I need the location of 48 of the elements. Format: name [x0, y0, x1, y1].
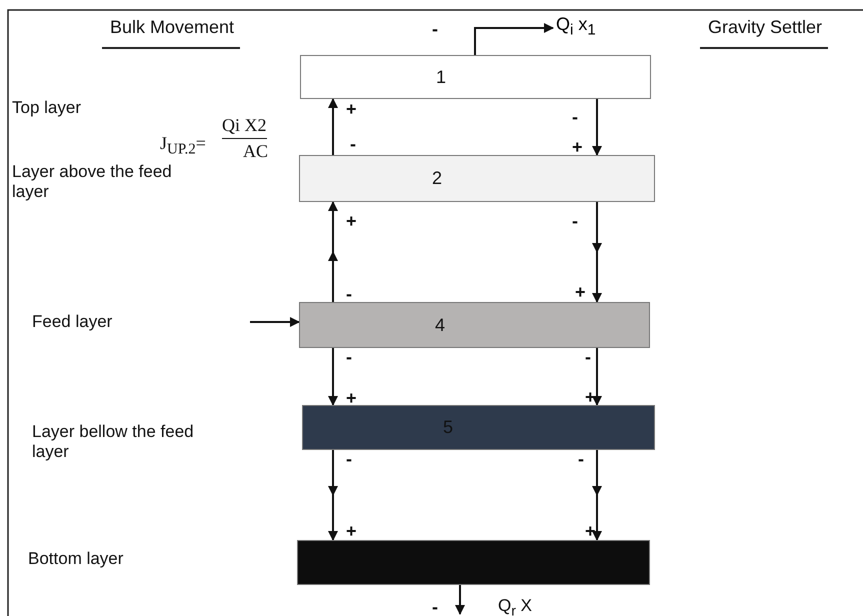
sign-symbol: - — [572, 212, 578, 230]
arrow — [328, 450, 338, 540]
sign-symbol: + — [346, 100, 357, 118]
sign-symbol: - — [350, 135, 356, 153]
arrow — [592, 450, 602, 540]
heading: Bulk Movement — [102, 17, 240, 49]
layer-box — [300, 55, 651, 99]
sign-symbol: - — [432, 598, 438, 616]
layer-number: 5 — [443, 417, 454, 438]
arrow — [250, 317, 300, 327]
layer-box — [297, 540, 650, 585]
sign-symbol: + — [346, 522, 357, 540]
layer-number: 4 — [435, 314, 446, 336]
arrow — [474, 23, 554, 55]
layer-number: 1 — [436, 66, 446, 88]
formula-text: AC — [243, 141, 268, 163]
arrow — [592, 99, 602, 156]
sign-symbol: - — [572, 108, 578, 126]
arrow — [592, 202, 602, 302]
arrow — [455, 585, 465, 615]
sign-symbol: - — [432, 20, 438, 38]
arrow — [328, 98, 338, 155]
layer-box — [302, 405, 655, 450]
sign-symbol: + — [575, 283, 586, 301]
arrow — [328, 202, 338, 302]
formula-text: J$_{UP.2}$= — [160, 133, 206, 159]
layer-box — [299, 155, 655, 202]
flow-label: Q$_{i}$ x$_{1}$ — [556, 14, 616, 40]
sign-symbol: + — [346, 389, 357, 407]
sign-symbol: - — [346, 450, 352, 468]
side-label: Top layer — [12, 98, 81, 118]
heading: Gravity Settler — [700, 17, 828, 49]
side-label: Layer above the feed layer — [12, 162, 173, 203]
sign-symbol: + — [346, 212, 357, 230]
sign-symbol: + — [572, 138, 583, 156]
arrow — [328, 348, 338, 406]
sign-symbol: - — [578, 450, 584, 468]
formula-text: Qi X2 — [222, 115, 266, 139]
sign-symbol: - — [346, 285, 352, 303]
sign-symbol: - — [346, 348, 352, 366]
side-label: Feed layer — [32, 312, 112, 332]
sign-symbol: - — [585, 348, 591, 366]
arrow — [592, 348, 602, 406]
flow-label: Q$_{r}$ X — [498, 596, 532, 616]
side-label: Layer bellow the feed layer — [32, 422, 195, 463]
layer-box — [299, 302, 650, 348]
layer-number: 2 — [432, 168, 442, 189]
side-label: Bottom layer — [28, 549, 124, 570]
